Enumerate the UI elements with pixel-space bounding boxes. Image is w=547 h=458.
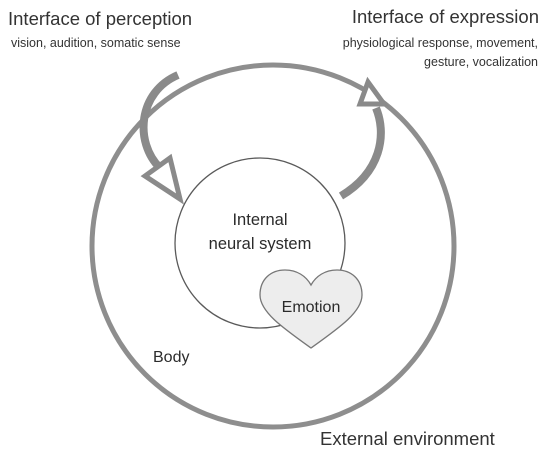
expression-detail-line-1: physiological response, movement, bbox=[342, 36, 538, 50]
expression-interface-title: Interface of expression bbox=[351, 6, 539, 27]
body-boundary-circle bbox=[89, 62, 457, 430]
emotion-label: Emotion bbox=[281, 299, 341, 316]
perception-arrow-shaft bbox=[139, 71, 180, 171]
internal-label-line-2: neural system bbox=[208, 235, 312, 253]
perception-interface-title: Interface of perception bbox=[8, 8, 193, 29]
body-label: Body bbox=[153, 349, 190, 366]
expression-arrow-shaft bbox=[338, 106, 385, 200]
expression-detail-line-2: gesture, vocalization bbox=[424, 55, 538, 69]
external-environment-label: External environment bbox=[320, 428, 495, 449]
internal-label-line-1: Internal bbox=[232, 211, 288, 229]
internal-neural-system-label: Internal neural system bbox=[176, 208, 344, 256]
expression-arrow-head bbox=[356, 76, 389, 107]
expression-detail-label: physiological response, movement, gestur… bbox=[343, 34, 538, 72]
emotion-heart bbox=[259, 269, 363, 349]
perception-senses-label: vision, audition, somatic sense bbox=[11, 36, 181, 50]
perception-arrow-head bbox=[140, 153, 184, 205]
